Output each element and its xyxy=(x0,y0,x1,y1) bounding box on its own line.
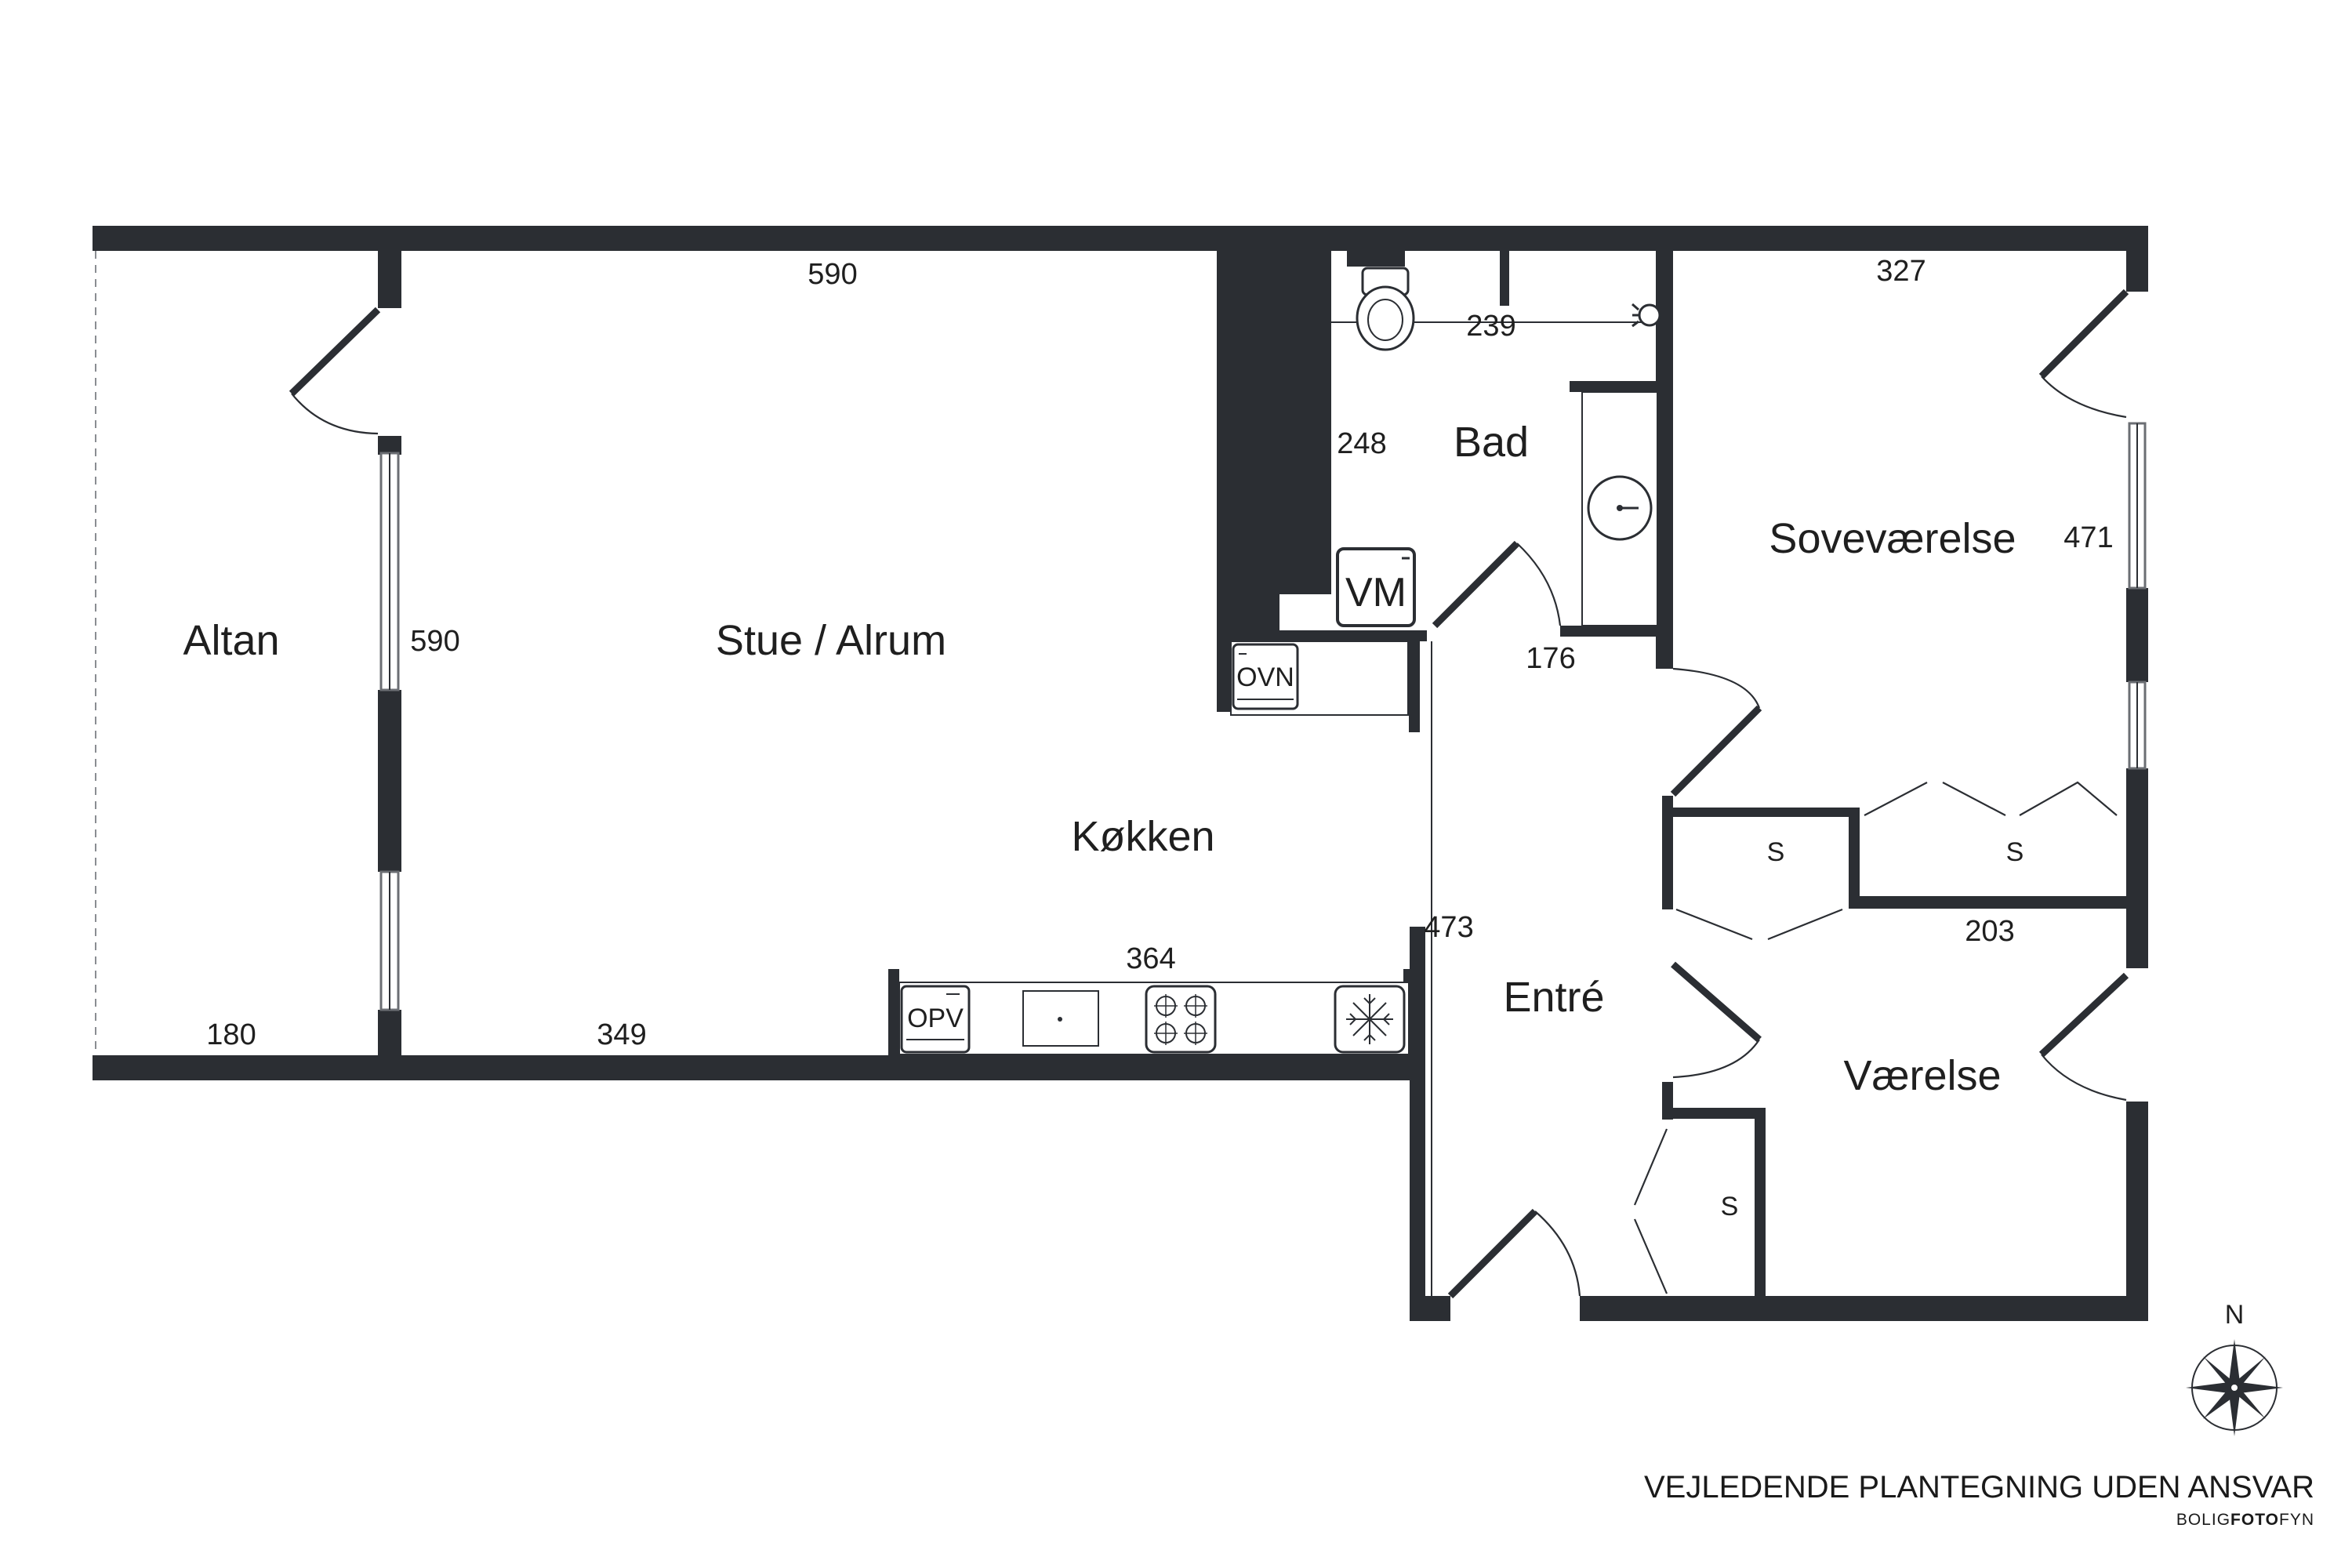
closet-doors xyxy=(1633,1128,1668,1294)
room-label-altan: Altan xyxy=(183,617,279,664)
storage-label-3: S xyxy=(1721,1192,1739,1221)
oven-label: OVN xyxy=(1236,662,1294,692)
dim-vaerelse-width: 203 xyxy=(1965,915,2014,948)
walls xyxy=(93,226,2148,1321)
dim-stue-width: 590 xyxy=(808,258,857,291)
shower-icon xyxy=(1632,303,1661,328)
hob-icon xyxy=(1145,985,1217,1054)
dim-bad-width: 239 xyxy=(1466,310,1515,343)
toilet-icon xyxy=(1356,267,1415,351)
windows xyxy=(379,422,2147,1011)
washing-machine-icon: VM xyxy=(1336,547,1416,627)
wall-altan-2 xyxy=(378,436,401,455)
wall-storage-top xyxy=(1662,808,1858,817)
wall-mid-vertical xyxy=(1662,796,1673,909)
wall-right-2 xyxy=(2126,588,2148,682)
wall-bad-right xyxy=(1656,249,1673,669)
wall-kitchen-left xyxy=(888,969,899,1055)
door-sove-right xyxy=(2038,289,2129,379)
wall-bottom-left xyxy=(93,1055,1410,1080)
sink-icon xyxy=(1022,990,1099,1047)
wall-storage-bottom xyxy=(1849,896,2148,909)
wall-oven-stub xyxy=(1409,630,1420,732)
storage-labels: S S S xyxy=(1721,837,2024,1221)
wall-shower xyxy=(1570,381,1665,392)
room-label-kokken: Køkken xyxy=(1071,813,1214,860)
brand-logo: BOLIGFOTOFYN xyxy=(2176,1511,2314,1529)
brand-part1: BOLIG xyxy=(2176,1511,2230,1529)
dim-stue-depth: 590 xyxy=(410,625,459,658)
wall-top xyxy=(93,226,2148,251)
wall-closet-left xyxy=(1662,1082,1673,1120)
brand-part3: FYN xyxy=(2279,1511,2314,1529)
dim-altan-width: 180 xyxy=(206,1018,256,1051)
wall-bad-bot-stub xyxy=(1662,626,1673,669)
compass-rose-icon: N xyxy=(2186,1300,2283,1436)
room-labels: Altan Stue / Alrum Køkken Bad Soveværels… xyxy=(183,419,2016,1099)
dim-bad-door: 176 xyxy=(1526,642,1575,675)
wall-right-4 xyxy=(2126,1102,2148,1321)
wall-altan-1 xyxy=(378,226,401,308)
doors xyxy=(289,289,2129,1299)
storage-doors xyxy=(1675,908,1843,941)
freezer-icon xyxy=(1334,985,1406,1054)
wall-right-storage xyxy=(2126,815,2148,909)
wall-bad-bottom-left xyxy=(1279,630,1427,641)
wardrobe-doors-sove xyxy=(1864,781,2118,816)
door-vaerelse-right xyxy=(2038,972,2129,1058)
dim-stue-bottom: 349 xyxy=(597,1018,646,1051)
brand-part2: FOTO xyxy=(2230,1511,2279,1529)
room-label-sovevaerelse: Soveværelse xyxy=(1769,515,2016,562)
room-label-vaerelse: Værelse xyxy=(1843,1052,2001,1099)
dishwasher-label: OPV xyxy=(907,1004,964,1033)
wall-bad-left xyxy=(1279,249,1331,594)
wall-storage-div xyxy=(1849,808,1860,906)
wall-chimney xyxy=(1217,226,1279,712)
wall-closet-right xyxy=(1755,1108,1766,1304)
door-entrance xyxy=(1447,1208,1538,1299)
wall-bad-flue xyxy=(1347,249,1405,267)
door-bad xyxy=(1432,540,1520,629)
dimension-labels: 590 590 180 349 364 239 248 176 327 471 … xyxy=(206,255,2113,1051)
dim-bad-depth: 248 xyxy=(1337,427,1386,460)
wall-right-1 xyxy=(2126,226,2148,292)
storage-label-2: S xyxy=(2006,837,2024,867)
disclaimer-text: VEJLEDENDE PLANTEGNING UDEN ANSVAR xyxy=(1644,1470,2314,1504)
wall-altan-4 xyxy=(378,1010,401,1080)
wall-bad-bottom-right xyxy=(1560,626,1673,637)
storage-label-1: S xyxy=(1767,837,1785,867)
door-altan xyxy=(289,307,381,397)
wall-altan-3 xyxy=(378,690,401,872)
oven-icon: OVN xyxy=(1230,641,1409,716)
compass-north-label: N xyxy=(2225,1300,2245,1330)
room-label-stue: Stue / Alrum xyxy=(716,617,946,664)
dim-sove-width: 327 xyxy=(1876,255,1926,288)
washbasin-icon xyxy=(1581,391,1658,626)
washing-machine-label: VM xyxy=(1345,570,1406,615)
dim-kitchen-length: 364 xyxy=(1126,942,1175,975)
room-label-bad: Bad xyxy=(1454,419,1529,466)
wall-closet-top xyxy=(1662,1108,1764,1119)
door-vaerelse xyxy=(1671,961,1762,1043)
dim-sove-depth: 471 xyxy=(2063,521,2113,554)
dim-entre-depth: 473 xyxy=(1424,911,1473,944)
kitchen-counter: OPV xyxy=(898,982,1410,1055)
room-label-entre: Entré xyxy=(1503,974,1604,1021)
wall-bad-stub xyxy=(1500,249,1509,306)
dishwasher-icon: OPV xyxy=(900,985,971,1054)
wall-bottom-right xyxy=(1580,1296,2148,1321)
door-sove xyxy=(1670,705,1762,797)
